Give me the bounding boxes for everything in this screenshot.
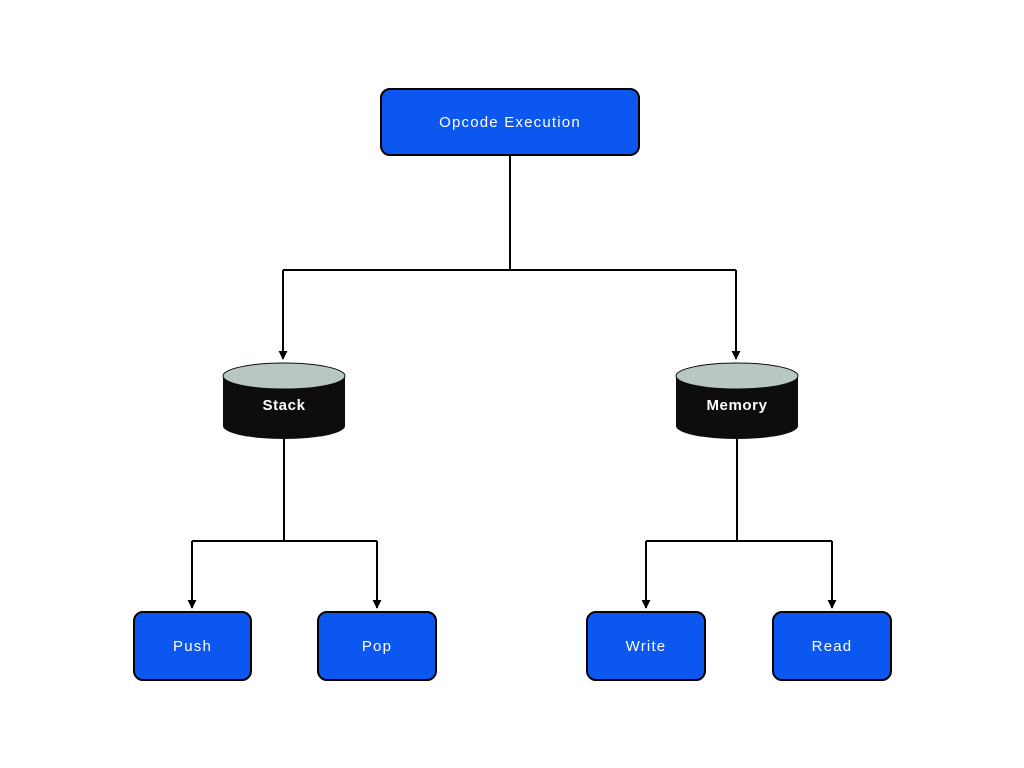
node-write-label: Write [625, 637, 667, 655]
node-push[interactable]: Push [133, 611, 252, 681]
node-read[interactable]: Read [772, 611, 892, 681]
node-read-label: Read [811, 637, 853, 655]
node-stack-cylinder[interactable]: Stack [222, 362, 346, 440]
cylinder-shape [675, 362, 799, 439]
node-memory-cylinder[interactable]: Memory [675, 362, 799, 440]
node-pop[interactable]: Pop [317, 611, 437, 681]
node-stack-label: Stack [262, 396, 306, 414]
node-write[interactable]: Write [586, 611, 706, 681]
cylinder-shape [222, 362, 346, 439]
node-opcode-execution-label: Opcode Execution [439, 113, 581, 131]
node-memory-label: Memory [706, 396, 768, 414]
node-pop-label: Pop [361, 637, 393, 655]
node-opcode-execution[interactable]: Opcode Execution [380, 88, 640, 156]
node-push-label: Push [173, 637, 212, 655]
